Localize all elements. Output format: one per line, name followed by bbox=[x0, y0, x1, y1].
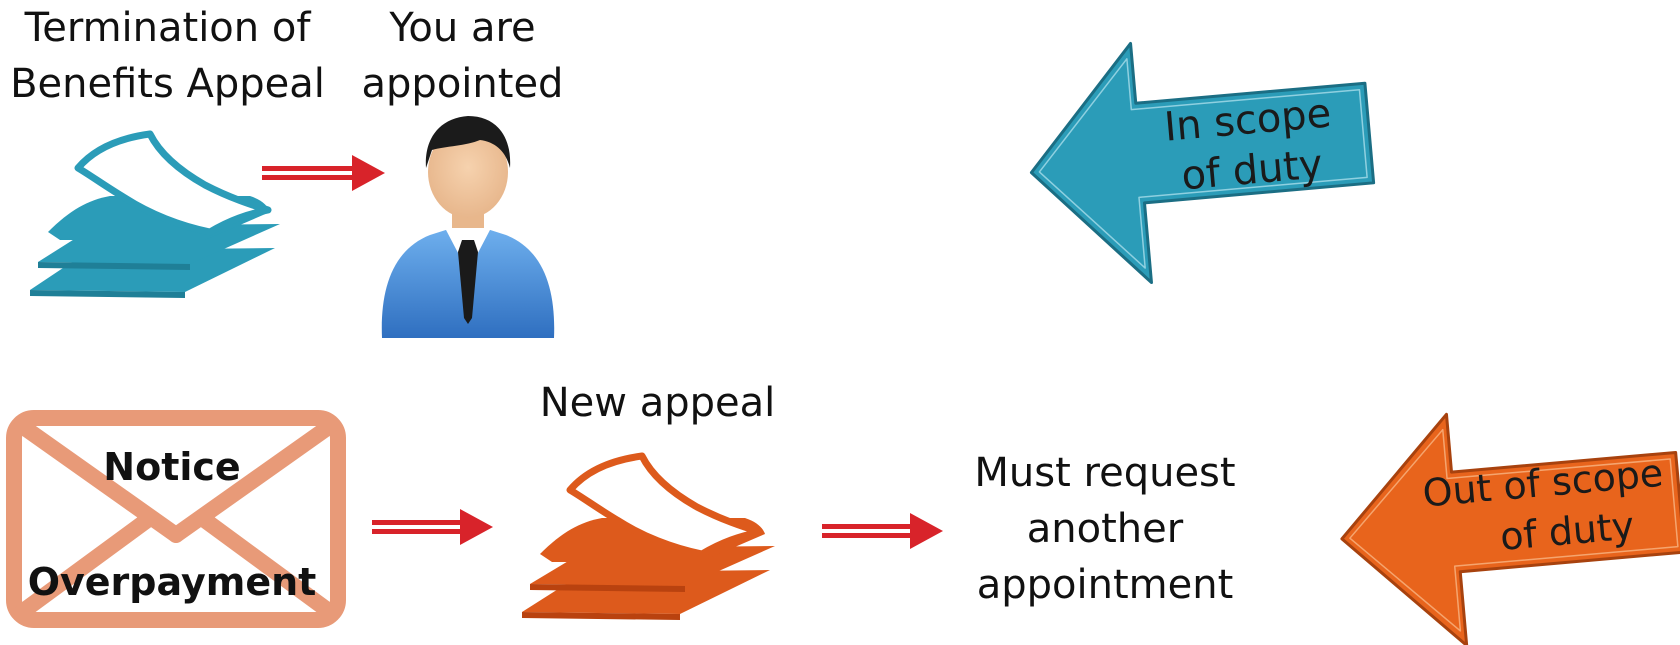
flow-arrow-3 bbox=[822, 513, 943, 549]
out-of-scope-arrow: Out of scope of duty bbox=[1340, 412, 1680, 645]
envelope-notice-text: Notice bbox=[103, 445, 240, 489]
appointed-label-line2: appointed bbox=[361, 61, 564, 107]
envelope-overpayment-text: Overpayment bbox=[28, 560, 317, 604]
document-stack-icon bbox=[522, 452, 775, 620]
appointed-label: You are appointed bbox=[350, 0, 575, 112]
flow-arrow-2 bbox=[372, 509, 493, 545]
appointed-label-line1: You are bbox=[389, 5, 536, 51]
must-request-label-line3: appointment bbox=[976, 562, 1234, 608]
envelope-icon: Notice Overpayment bbox=[6, 410, 346, 628]
in-scope-arrow: In scope of duty bbox=[1029, 41, 1376, 285]
businessman-avatar-icon bbox=[381, 116, 555, 338]
termination-appeal-label-line2: Benefits Appeal bbox=[10, 61, 325, 107]
document-stack-icon bbox=[30, 130, 280, 298]
must-request-label: Must request another appointment bbox=[935, 445, 1275, 613]
termination-appeal-label-line1: Termination of bbox=[24, 5, 311, 51]
termination-appeal-label: Termination of Benefits Appeal bbox=[0, 0, 335, 112]
flow-arrow-1 bbox=[262, 155, 385, 191]
new-appeal-label: New appeal bbox=[539, 380, 776, 426]
must-request-label-line2: another bbox=[1026, 506, 1184, 552]
must-request-label-line1: Must request bbox=[974, 450, 1236, 496]
